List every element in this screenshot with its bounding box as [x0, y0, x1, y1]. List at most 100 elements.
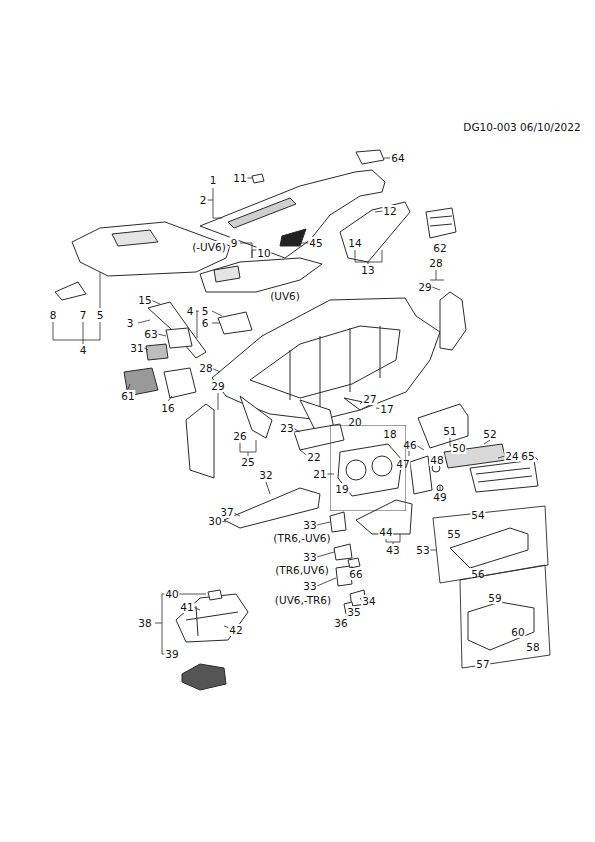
callout-frame: 59 6058 57	[456, 562, 552, 672]
callout-frame: 1819	[330, 425, 406, 511]
part-outline	[355, 250, 382, 264]
frame-line	[433, 506, 548, 583]
callout-number: 55	[446, 528, 461, 540]
callout-number: 60	[510, 626, 525, 638]
callout-number: 40	[164, 588, 179, 600]
part-outline	[384, 158, 390, 159]
callout-number: 33	[302, 519, 317, 531]
callout-number: 24	[504, 450, 519, 462]
callout-number: 57	[475, 658, 490, 670]
callout-number: 53	[415, 544, 430, 556]
part-outline	[186, 404, 214, 478]
frame-outline	[456, 562, 552, 672]
callout-number: 5	[201, 305, 210, 317]
callout-number: 43	[385, 544, 400, 556]
part-outline	[430, 270, 444, 280]
frame-line	[460, 565, 550, 668]
part-outline	[176, 594, 248, 642]
callout-number: 9	[230, 237, 239, 249]
callout-number: 51	[442, 425, 457, 437]
callout-number: (UV6,-TR6)	[274, 594, 332, 606]
callout-number: 36	[333, 617, 348, 629]
callout-number: (UV6)	[269, 290, 301, 302]
part-outline	[207, 188, 222, 218]
part-outline	[182, 664, 226, 690]
callout-number: 63	[143, 328, 158, 340]
drawing-group	[53, 158, 538, 654]
callout-number: 48	[429, 454, 444, 466]
callout-number: 3	[126, 317, 135, 329]
callout-number: 6	[201, 317, 210, 329]
callout-number: (TR6,-UV6)	[272, 532, 331, 544]
callout-number: 32	[258, 469, 273, 481]
part-outline	[470, 460, 538, 492]
callout-number: 1	[209, 174, 218, 186]
part-outline	[290, 326, 380, 410]
part-outline	[294, 424, 344, 450]
callout-number: 4	[186, 305, 195, 317]
part-outline	[218, 312, 252, 334]
callout-number: 7	[79, 309, 88, 321]
part-outline	[430, 216, 452, 218]
callout-number: 25	[240, 456, 255, 468]
callout-number: 19	[334, 483, 349, 495]
callout-number: 20	[347, 416, 362, 428]
callout-number: 45	[308, 237, 323, 249]
callout-number: 58	[525, 641, 540, 653]
callout-number: 10	[256, 247, 271, 259]
callout-number: 13	[360, 264, 375, 276]
part-outline	[112, 230, 158, 246]
callout-number: 47	[395, 458, 410, 470]
part-outline	[252, 174, 264, 183]
callout-number: 8	[49, 309, 58, 321]
part-outline	[317, 552, 334, 557]
callout-number: 42	[228, 624, 243, 636]
callout-number: 23	[279, 422, 294, 434]
frame-line	[330, 425, 406, 511]
part-outline	[72, 222, 230, 276]
callout-number: 59	[487, 592, 502, 604]
part-outline	[55, 282, 86, 300]
callout-number: 65	[520, 450, 535, 462]
callout-number: 14	[347, 237, 362, 249]
callout-number: 46	[402, 439, 417, 451]
part-outline	[317, 522, 330, 525]
callout-number: 17	[379, 403, 394, 415]
callout-number: 33	[302, 551, 317, 563]
callout-number: 4	[79, 344, 88, 356]
callout-number: 54	[470, 509, 485, 521]
callout-number: 62	[432, 242, 447, 254]
callout-number: 66	[348, 568, 363, 580]
part-outline	[426, 208, 456, 238]
part-outline	[168, 396, 172, 401]
callout-number: 18	[382, 428, 397, 440]
callout-number: 29	[210, 380, 225, 392]
callout-number: 15	[137, 294, 152, 306]
callout-number: 26	[232, 430, 247, 442]
callout-number: 5	[96, 309, 105, 321]
part-outline	[214, 266, 240, 282]
part-outline	[356, 150, 384, 164]
callout-number: 33	[302, 580, 317, 592]
callout-number: 41	[179, 601, 194, 613]
part-outline	[334, 544, 352, 560]
part-outline	[228, 198, 296, 228]
part-outline	[340, 202, 410, 262]
part-outline	[240, 440, 256, 456]
part-outline	[432, 287, 440, 290]
callout-number: 61	[120, 390, 135, 402]
part-outline	[430, 224, 452, 226]
part-outline	[200, 258, 322, 292]
part-outline	[158, 334, 166, 336]
part-outline	[450, 528, 528, 568]
callout-number: 39	[164, 648, 179, 660]
callout-number: (-UV6)	[191, 241, 227, 253]
callout-number: 21	[312, 468, 327, 480]
part-outline	[346, 460, 366, 480]
callout-number: 30	[207, 515, 222, 527]
part-outline	[440, 292, 466, 350]
part-outline	[372, 456, 392, 476]
callout-number: 34	[361, 595, 376, 607]
part-outline	[178, 594, 206, 595]
